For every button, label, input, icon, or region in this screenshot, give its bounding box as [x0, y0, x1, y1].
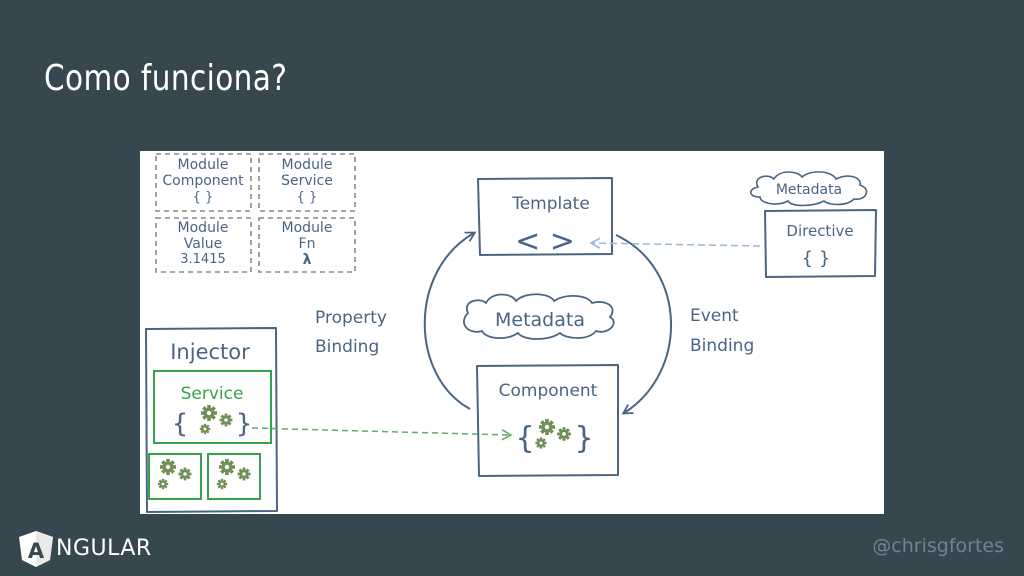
service-label: Service — [181, 384, 244, 404]
gear-icon — [201, 405, 217, 421]
property-binding-line1: Property — [315, 308, 387, 328]
gear-icon — [216, 478, 228, 490]
property-binding-arrow — [423, 231, 477, 410]
directive-label: Directive — [786, 222, 853, 240]
architecture-diagram: Module Component { } Module Service { } … — [140, 151, 884, 514]
module-grid: Module Component { } Module Service { } … — [155, 153, 356, 273]
module-value-box — [155, 217, 252, 273]
module-value-line1: Module — [178, 220, 229, 236]
directive-symbol: { } — [802, 248, 831, 269]
gear-icon — [160, 459, 176, 475]
cloud-shape — [749, 171, 868, 207]
metadata-cloud-directive: Metadata — [749, 171, 868, 207]
module-service-box — [258, 153, 356, 212]
property-binding-line2: Binding — [315, 337, 379, 357]
cloud-shape — [463, 293, 615, 340]
event-binding-line2: Binding — [690, 336, 754, 356]
injector-label: Injector — [170, 340, 250, 364]
module-service-line2: Service — [281, 173, 333, 189]
angular-shield-icon: A — [19, 531, 53, 567]
event-binding-arrow — [615, 234, 672, 415]
template-node: Template < > — [477, 177, 613, 259]
module-fn-box — [258, 217, 356, 273]
template-symbol: < > — [515, 224, 575, 259]
service-instance-box — [148, 453, 202, 500]
template-label: Template — [511, 194, 590, 214]
logo-letter: A — [28, 539, 45, 563]
injector-node: Injector Service { } — [145, 327, 278, 513]
module-value-line2: Value — [184, 236, 222, 252]
gear-icon — [535, 437, 547, 449]
slide-title: Como funciona? — [44, 58, 288, 99]
angular-logo: A NGULAR — [18, 530, 152, 568]
service-instance-box — [207, 453, 261, 500]
component-brace-close: } — [574, 421, 593, 456]
module-component-line2: Component — [162, 173, 244, 189]
event-binding-line1: Event — [690, 306, 739, 326]
module-component-box — [155, 153, 252, 212]
directive-box — [764, 209, 877, 278]
service-brace-close: } — [236, 409, 253, 439]
service-brace-open: { — [172, 409, 189, 439]
author-handle: @chrisgfortes — [872, 535, 1004, 557]
service-box — [153, 370, 272, 444]
gear-icon — [178, 467, 192, 481]
module-service-line1: Module — [282, 157, 333, 173]
component-brace-open: { — [515, 421, 534, 456]
module-fn-line2: Fn — [299, 236, 316, 252]
gear-icon — [219, 413, 233, 427]
metadata-cloud-center: Metadata — [463, 293, 615, 340]
gear-icon — [219, 459, 235, 475]
gear-icon — [199, 423, 211, 435]
metadata-center-label: Metadata — [495, 309, 585, 331]
diagram-canvas: Module Component { } Module Service { } … — [145, 153, 877, 513]
module-fn-line1: Module — [282, 220, 333, 236]
template-box — [477, 177, 613, 256]
module-value-line3: 3.1415 — [180, 252, 226, 267]
module-component-line1: Module — [178, 157, 229, 173]
module-fn-line3: λ — [303, 252, 312, 268]
directive-node: Directive { } — [764, 209, 877, 278]
module-service-line3: { } — [297, 190, 318, 205]
gear-icon — [557, 427, 571, 441]
directive-to-template-arrow — [589, 237, 761, 249]
logo-word: NGULAR — [56, 536, 152, 561]
gear-icon — [539, 419, 555, 435]
module-component-line3: { } — [193, 190, 214, 205]
component-label: Component — [499, 381, 598, 401]
gear-icon — [157, 478, 169, 490]
injector-box — [145, 327, 278, 513]
gear-icon — [237, 467, 251, 481]
service-injection-arrow — [251, 427, 513, 441]
component-node: Component { } — [476, 364, 619, 477]
component-box — [476, 364, 619, 477]
metadata-directive-label: Metadata — [776, 182, 842, 198]
